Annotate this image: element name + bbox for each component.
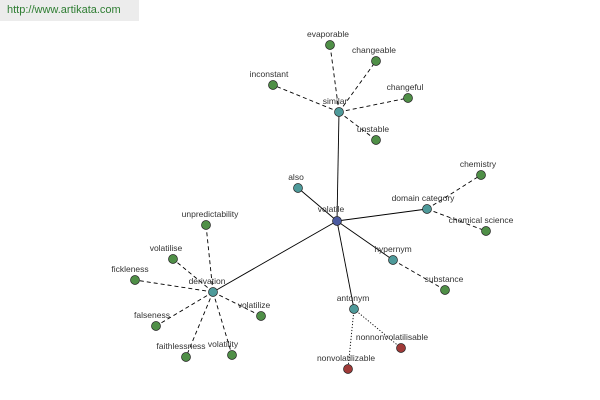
node-also[interactable] bbox=[293, 183, 303, 193]
node-unstable[interactable] bbox=[371, 135, 381, 145]
edge-volatile-derivation bbox=[212, 220, 338, 293]
edge-derivation-fickleness bbox=[134, 279, 214, 293]
node-fickleness[interactable] bbox=[130, 275, 140, 285]
edge-similar-changeable bbox=[338, 60, 377, 113]
label-chemistry[interactable]: chemistry bbox=[460, 159, 497, 169]
label-unstable[interactable]: unstable bbox=[357, 124, 389, 134]
node-faithlessness[interactable] bbox=[181, 352, 191, 362]
edge-similar-inconstant bbox=[272, 84, 340, 113]
label-nonvolatilizable[interactable]: nonvolatilizable bbox=[317, 353, 375, 363]
node-volatility[interactable] bbox=[227, 350, 237, 360]
node-chemical-science[interactable] bbox=[481, 226, 491, 236]
node-nonvolatilizable[interactable] bbox=[343, 364, 353, 374]
node-volatilise[interactable] bbox=[168, 254, 178, 264]
edge-volatile-hypernym bbox=[336, 220, 394, 261]
label-volatilize[interactable]: volatilize bbox=[238, 300, 271, 310]
edge-volatile-similar bbox=[336, 111, 340, 222]
edge-similar-unstable bbox=[338, 111, 377, 141]
label-chemical-science[interactable]: chemical science bbox=[449, 215, 514, 225]
node-hypernym[interactable] bbox=[388, 255, 398, 265]
label-fickleness[interactable]: fickleness bbox=[111, 264, 148, 274]
edge-volatile-domain-category bbox=[336, 208, 428, 222]
node-substance[interactable] bbox=[440, 285, 450, 295]
node-nonnonvolatilisable[interactable] bbox=[396, 343, 406, 353]
node-domain-category[interactable] bbox=[422, 204, 432, 214]
label-substance[interactable]: substance bbox=[425, 274, 464, 284]
edge-hypernym-substance bbox=[392, 259, 446, 291]
edge-antonym-nonvolatilizable bbox=[347, 308, 355, 370]
label-derivation[interactable]: derivation bbox=[189, 276, 226, 286]
label-faithlessness[interactable]: faithlessness bbox=[156, 341, 205, 351]
edge-derivation-volatilize bbox=[212, 291, 262, 317]
node-volatile[interactable] bbox=[332, 216, 342, 226]
edge-derivation-falseness bbox=[155, 291, 214, 327]
label-changeful[interactable]: changeful bbox=[387, 82, 424, 92]
label-hypernym[interactable]: hypernym bbox=[374, 244, 411, 254]
edge-similar-evaporable bbox=[329, 44, 340, 113]
label-nonnonvolatilisable[interactable]: nonnonvolatilisable bbox=[356, 332, 429, 342]
graph-labels: volatile similar also domain category hypern… bbox=[111, 29, 513, 363]
edge-domain-category-chemical-science bbox=[426, 208, 487, 232]
edge-derivation-unpredictability bbox=[205, 224, 214, 293]
edge-volatile-antonym bbox=[336, 220, 355, 310]
node-changeable[interactable] bbox=[371, 56, 381, 66]
edge-domain-category-chemistry bbox=[426, 174, 482, 210]
node-falseness[interactable] bbox=[151, 321, 161, 331]
node-unpredictability[interactable] bbox=[201, 220, 211, 230]
node-derivation[interactable] bbox=[208, 287, 218, 297]
label-evaporable[interactable]: evaporable bbox=[307, 29, 349, 39]
label-falseness[interactable]: falseness bbox=[134, 310, 170, 320]
label-volatile[interactable]: volatile bbox=[318, 204, 345, 214]
edge-volatile-also bbox=[297, 187, 338, 222]
edge-similar-changeful bbox=[338, 97, 409, 113]
source-url[interactable]: http://www.artikata.com bbox=[0, 0, 139, 21]
label-changeable[interactable]: changeable bbox=[352, 45, 396, 55]
label-domain-category[interactable]: domain category bbox=[392, 193, 456, 203]
label-volatility[interactable]: volatility bbox=[208, 339, 239, 349]
node-evaporable[interactable] bbox=[325, 40, 335, 50]
node-volatilize[interactable] bbox=[256, 311, 266, 321]
edge-derivation-volatility bbox=[212, 291, 233, 356]
node-chemistry[interactable] bbox=[476, 170, 486, 180]
label-unpredictability[interactable]: unpredictability bbox=[182, 209, 239, 219]
graph-nodes bbox=[130, 40, 491, 374]
label-also[interactable]: also bbox=[288, 172, 304, 182]
label-inconstant[interactable]: inconstant bbox=[250, 69, 289, 79]
label-volatilise[interactable]: volatilise bbox=[150, 243, 183, 253]
node-inconstant[interactable] bbox=[268, 80, 278, 90]
edge-derivation-faithlessness bbox=[185, 291, 214, 358]
graph-edges bbox=[134, 44, 487, 370]
edge-antonym-nonnonvolatilisable bbox=[353, 308, 402, 349]
label-antonym[interactable]: antonym bbox=[337, 293, 370, 303]
label-similar[interactable]: similar bbox=[323, 96, 348, 106]
edge-derivation-volatilise bbox=[172, 258, 214, 293]
node-similar[interactable] bbox=[334, 107, 344, 117]
node-changeful[interactable] bbox=[403, 93, 413, 103]
node-antonym[interactable] bbox=[349, 304, 359, 314]
